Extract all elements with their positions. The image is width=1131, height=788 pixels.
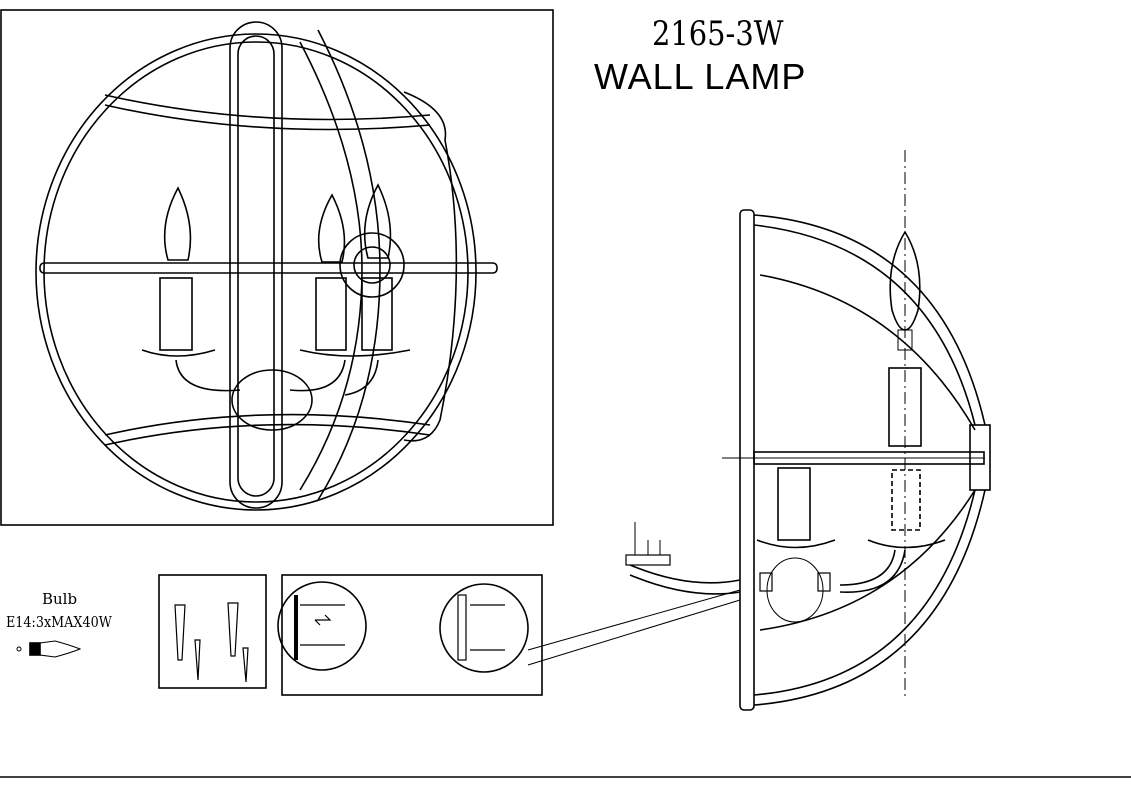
bulb-spec: E14:3xMAX40W xyxy=(6,613,112,631)
mounting-detail-box xyxy=(277,574,741,696)
side-view xyxy=(625,150,991,711)
model-number: 2165-3W xyxy=(652,14,784,54)
front-view xyxy=(0,9,554,526)
bulb-icon xyxy=(16,640,82,658)
page-title: WALL LAMP xyxy=(594,56,807,97)
bulb-label: Bulb xyxy=(42,590,78,608)
screws-anchors-box xyxy=(158,574,267,689)
